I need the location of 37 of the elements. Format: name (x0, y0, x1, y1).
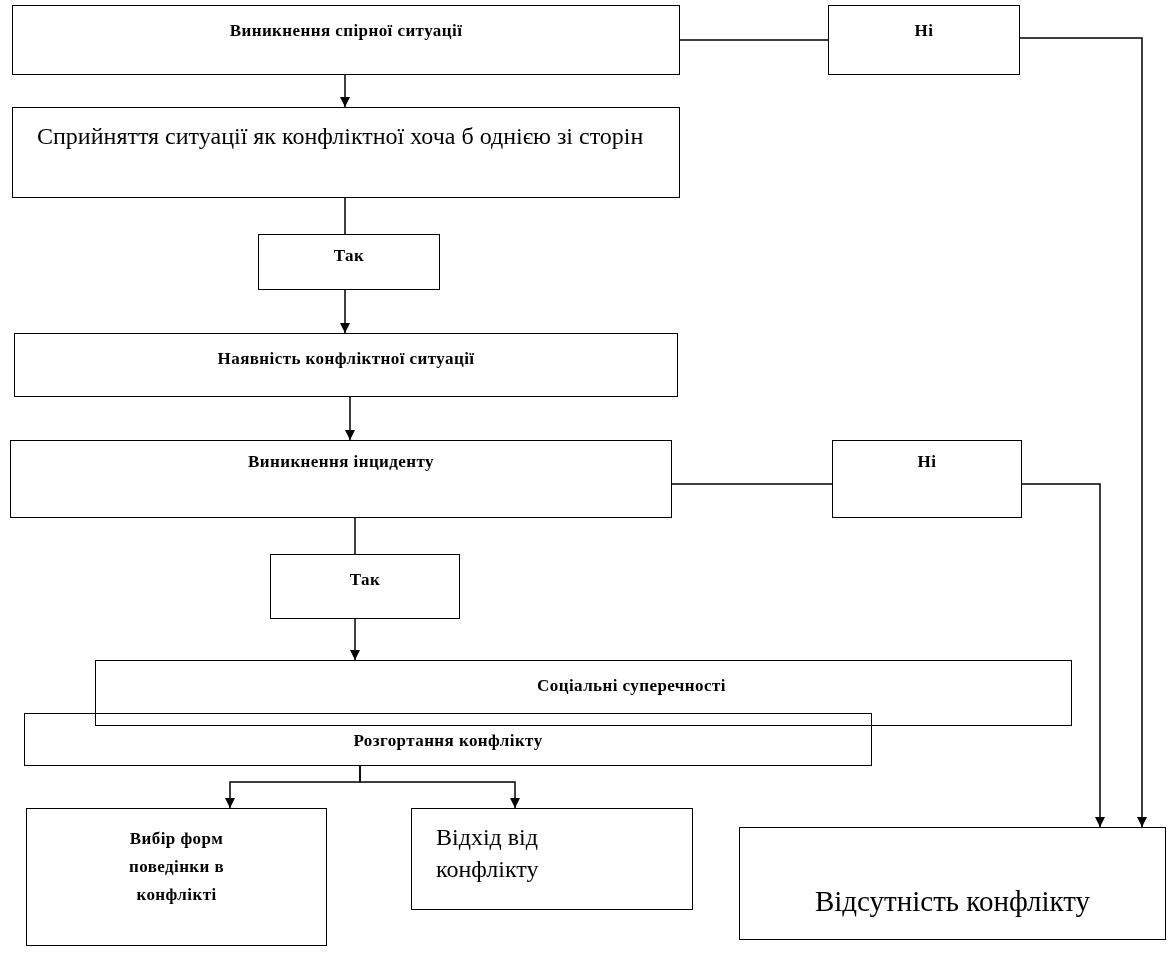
box-label: Відхід від конфлікту (436, 823, 540, 884)
arrow (359, 765, 520, 809)
process-box (14, 333, 678, 397)
box-label: Сприйняття ситуації як конфліктної хоча б однією зі сторін (37, 122, 644, 151)
box-label: Так (349, 569, 381, 591)
process-box (12, 5, 680, 75)
box-label: Наявність конфліктної ситуації (217, 348, 475, 370)
box-label: Виникнення спірної ситуації (229, 20, 463, 42)
process-box (411, 808, 693, 910)
process-box (12, 107, 680, 198)
process-box (24, 713, 872, 766)
process-box (258, 234, 440, 290)
box-label: Вибір форм поведінки в конфлікті (127, 828, 226, 906)
process-box (10, 440, 672, 518)
process-box (832, 440, 1022, 518)
arrow (345, 396, 355, 441)
arrow (340, 289, 350, 334)
process-box (95, 660, 1072, 726)
process-box (26, 808, 327, 946)
box-label: Виникнення інциденту (247, 451, 435, 473)
box-label: Відсутність конфлікту (814, 883, 1091, 919)
connector-line (344, 197, 346, 235)
arrow (1021, 483, 1105, 828)
connector-line (679, 39, 829, 41)
connector-line (354, 517, 356, 555)
box-label: Ні (914, 20, 934, 42)
process-box (828, 5, 1020, 75)
box-label: Розгортання конфлікту (353, 730, 543, 752)
arrow (340, 74, 350, 108)
connector-line (671, 483, 833, 485)
arrow (350, 618, 360, 661)
process-box (270, 554, 460, 619)
box-label: Соціальні суперечності (537, 675, 726, 697)
box-label: Ні (917, 451, 937, 473)
box-label: Так (333, 245, 365, 267)
arrow (1019, 37, 1147, 828)
process-box (739, 827, 1166, 940)
